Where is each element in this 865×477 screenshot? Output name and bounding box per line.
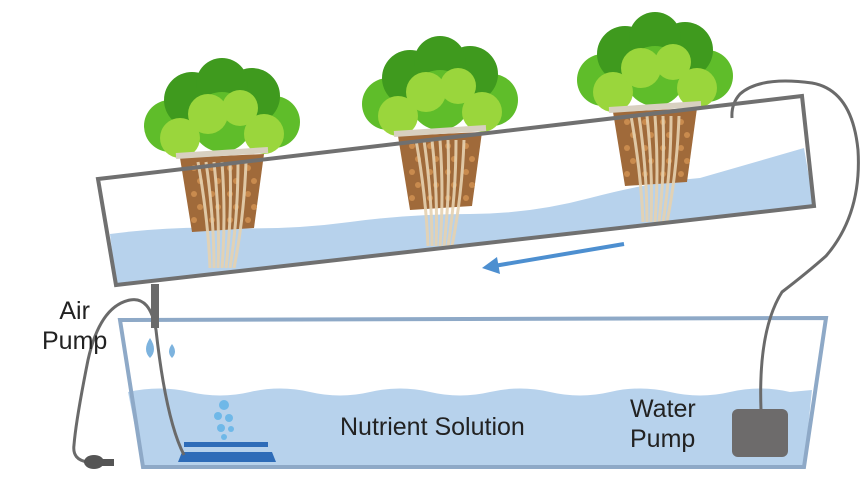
water-return-tube bbox=[730, 79, 860, 411]
clay-pebble bbox=[469, 156, 475, 162]
drain-droplets bbox=[146, 338, 175, 358]
clay-pebble bbox=[245, 191, 251, 197]
clay-pebble bbox=[197, 204, 203, 210]
cup-rim bbox=[608, 101, 702, 113]
plants bbox=[144, 12, 733, 269]
air-pump-label: Air Pump bbox=[42, 296, 107, 356]
plant bbox=[144, 58, 300, 269]
leaf bbox=[621, 48, 661, 88]
clay-pebble bbox=[251, 204, 257, 210]
root bbox=[212, 161, 220, 269]
root bbox=[430, 139, 438, 247]
air-stone bbox=[178, 442, 276, 462]
clay-pebble bbox=[678, 145, 684, 151]
root bbox=[196, 161, 212, 269]
leaf bbox=[593, 72, 633, 112]
clay-pebble bbox=[409, 143, 415, 149]
leaf bbox=[406, 72, 446, 112]
cup-rim bbox=[393, 125, 487, 137]
root bbox=[224, 161, 232, 269]
clay-pebble bbox=[463, 195, 469, 201]
leaf bbox=[462, 92, 502, 132]
cup-rim bbox=[175, 147, 269, 159]
air-pump-label-line2: Pump bbox=[42, 327, 108, 355]
clay-pebble bbox=[409, 195, 415, 201]
clay-pebble bbox=[469, 182, 475, 188]
leaf bbox=[244, 114, 284, 154]
clay-pebble bbox=[415, 182, 421, 188]
leaf bbox=[188, 94, 228, 134]
water-pump-label-line2: Pump bbox=[630, 425, 696, 453]
leaf bbox=[222, 90, 258, 126]
flow-arrow bbox=[482, 242, 625, 274]
root bbox=[665, 115, 681, 223]
root bbox=[653, 115, 659, 223]
clay-pebble bbox=[630, 158, 636, 164]
root bbox=[232, 161, 248, 269]
nutrient-reservoir bbox=[117, 315, 829, 469]
channel-outline bbox=[95, 93, 817, 288]
air-tube bbox=[72, 298, 186, 464]
clay-pebble bbox=[624, 119, 630, 125]
leaf bbox=[677, 68, 717, 108]
water-pump-label: Water Pump bbox=[630, 394, 696, 454]
clay-pebble bbox=[191, 217, 197, 223]
root bbox=[442, 139, 450, 247]
root bbox=[438, 139, 444, 247]
reservoir-outline bbox=[117, 315, 829, 469]
nutrient-solution-label: Nutrient Solution bbox=[340, 413, 525, 441]
leaf bbox=[440, 68, 476, 104]
root bbox=[204, 161, 216, 269]
root bbox=[414, 139, 430, 247]
clay-pebble bbox=[678, 171, 684, 177]
clay-pebble bbox=[191, 191, 197, 197]
clay-pebble bbox=[463, 169, 469, 175]
channel-water bbox=[110, 148, 814, 285]
root bbox=[422, 139, 434, 247]
water-pump bbox=[732, 409, 788, 457]
clay-pebble bbox=[624, 145, 630, 151]
water-pump-label-line1: Water bbox=[630, 395, 696, 423]
clay-pebble bbox=[684, 158, 690, 164]
plant bbox=[577, 12, 733, 223]
root bbox=[446, 139, 458, 247]
air-bubbles bbox=[214, 400, 234, 440]
clay-pebble bbox=[624, 171, 630, 177]
plant bbox=[362, 36, 518, 247]
leaf bbox=[160, 118, 200, 158]
reservoir-water bbox=[128, 388, 812, 467]
root bbox=[450, 139, 466, 247]
root bbox=[220, 161, 226, 269]
root bbox=[645, 115, 653, 223]
root bbox=[657, 115, 665, 223]
clay-pebble bbox=[251, 178, 257, 184]
leaf bbox=[655, 44, 691, 80]
grow-channel bbox=[110, 148, 814, 285]
drain-pipe bbox=[151, 284, 159, 328]
clay-pebble bbox=[245, 217, 251, 223]
root bbox=[629, 115, 645, 223]
root bbox=[637, 115, 649, 223]
clay-pebble bbox=[409, 169, 415, 175]
clay-pebble bbox=[684, 132, 690, 138]
root bbox=[228, 161, 240, 269]
root bbox=[661, 115, 673, 223]
air-pump bbox=[84, 455, 114, 469]
leaf bbox=[378, 96, 418, 136]
air-pump-label-line1: Air bbox=[59, 297, 90, 325]
